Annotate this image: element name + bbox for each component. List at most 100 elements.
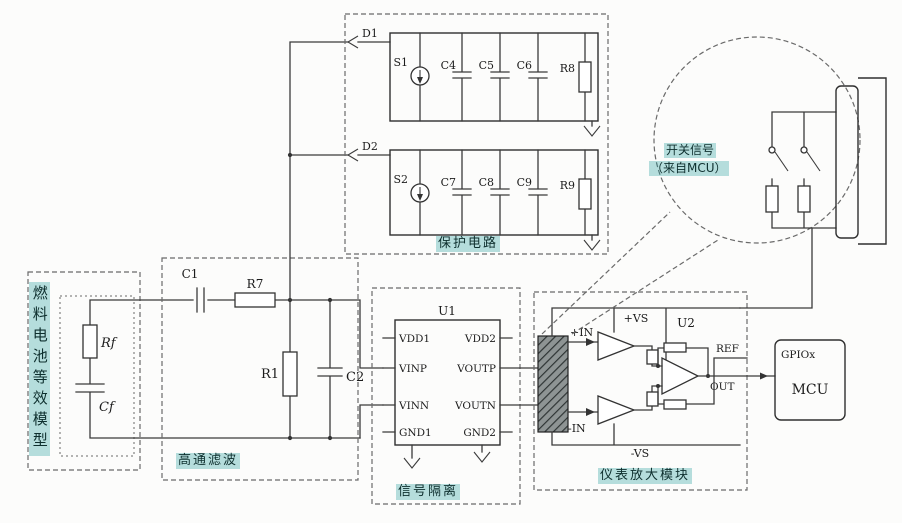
fuel-cell-model: Rf Cf	[27, 271, 361, 471]
hpf-label: 高通滤波	[176, 453, 241, 470]
chip-u1	[394, 319, 501, 446]
gain-resistor-icon	[646, 349, 659, 365]
label-c5: C5	[479, 59, 494, 72]
label-c4: C4	[441, 59, 456, 72]
pin-vdd1: VDD1	[398, 333, 430, 345]
label-s1: S1	[393, 56, 408, 69]
label-u2: U2	[677, 316, 695, 330]
hpf-wires	[196, 287, 384, 439]
source-s1-arrowhead	[417, 77, 423, 84]
mcu-box	[774, 339, 846, 421]
callout-wedge-lines	[541, 211, 719, 335]
label-in-neg: -IN	[568, 422, 586, 435]
switch-contact-icon	[800, 146, 808, 154]
label-vs-neg: -VS	[631, 447, 649, 460]
pin-vinp: VINP	[398, 363, 427, 375]
callout-resistor-icon	[765, 185, 779, 213]
protection-feed-wires: D1 D2	[287, 27, 391, 301]
riser-wires	[289, 41, 391, 301]
ground-arrow-icon	[403, 457, 421, 469]
ground-arrow-icon	[583, 239, 601, 251]
opamp-a2-icon	[597, 395, 636, 425]
isolation-box	[371, 287, 521, 505]
label-d2: D2	[362, 140, 378, 153]
protection-label: 保护电路	[436, 236, 501, 253]
inamp-label: 仪表放大模块	[598, 468, 693, 485]
switch-blade-icon	[806, 151, 821, 172]
label-in-pos: +IN	[570, 326, 594, 339]
diode-d1-icon	[346, 35, 359, 49]
resistor-r8	[578, 61, 592, 93]
label-cf: Cf	[99, 400, 116, 415]
resistor-r9	[578, 178, 592, 210]
row2-wires	[419, 149, 586, 236]
hpf-box	[161, 257, 359, 481]
arrowhead-icon	[760, 372, 768, 380]
label-mcu: MCU	[792, 382, 829, 398]
label-rf: Rf	[100, 336, 118, 351]
junction	[656, 364, 660, 368]
pin-vdd2: VDD2	[464, 333, 496, 345]
protection-row2-box	[389, 149, 599, 236]
junction	[287, 435, 293, 441]
label-c8: C8	[479, 176, 494, 189]
junction	[327, 297, 333, 303]
gain-resistor-icon	[646, 391, 659, 407]
label-c9: C9	[517, 176, 532, 189]
label-gpiox: GPIOx	[781, 349, 815, 361]
label-c2: C2	[346, 370, 364, 385]
resistor-r1	[282, 351, 298, 397]
pin-voutn: VOUTN	[454, 400, 496, 412]
callout-label-line1: 开关信号	[664, 143, 717, 158]
resistor-rf	[82, 324, 98, 359]
pin-voutp: VOUTP	[456, 363, 496, 375]
label-r9: R9	[560, 179, 575, 192]
fuel-cell-wires	[75, 299, 361, 439]
switch-control-wire	[739, 227, 813, 309]
inamp-rails	[551, 307, 741, 446]
feedback-wires	[657, 347, 748, 405]
inamp-module: U2 +VS -VS +IN -IN REF OUT	[533, 227, 813, 491]
fuel-cell-label: 燃料电池等效模型	[29, 282, 50, 456]
junction	[287, 152, 293, 158]
mcu-block: GPIOx MCU	[774, 339, 846, 421]
feedback-resistor-icon	[663, 342, 687, 353]
high-pass-filter: C1 R7 R1 C2	[161, 257, 384, 481]
label-ref: REF	[716, 343, 739, 355]
fuel-cell-box	[27, 271, 141, 471]
source-s2-arrowhead	[417, 194, 423, 201]
protection-box	[344, 13, 609, 255]
resistor-r7	[234, 292, 276, 308]
signal-isolation: U1 VDD1 VINP VINN GND1 VDD2 VOUTP VOUTN …	[371, 287, 539, 505]
inamp-box	[533, 291, 748, 491]
ground-arrow-icon	[583, 125, 601, 137]
ground-arrow-icon	[473, 451, 491, 463]
label-r1: R1	[261, 367, 279, 382]
label-vs-pos: +VS	[624, 312, 649, 325]
junction	[327, 435, 333, 441]
label-d1: D1	[362, 27, 378, 40]
diode-d2-icon	[346, 148, 359, 162]
label-r7: R7	[247, 277, 264, 291]
isolation-label: 信号隔离	[396, 484, 461, 501]
label-c7: C7	[441, 176, 456, 189]
label-r8: R8	[560, 62, 575, 75]
label-s2: S2	[393, 173, 408, 186]
callout-wires	[771, 111, 837, 229]
opamp-a3-icon	[661, 356, 700, 396]
label-c6: C6	[517, 59, 532, 72]
arrowhead-icon	[586, 408, 595, 416]
feedback-resistor-icon	[663, 399, 687, 410]
protection-row1-box	[389, 32, 599, 122]
opamp-a1-icon	[597, 331, 636, 361]
u1-pin-stubs	[382, 337, 539, 433]
switch-contact-icon	[768, 146, 776, 154]
row1-wires	[419, 32, 586, 122]
fuel-cell-inner-box	[59, 295, 135, 457]
callout-connector-bracket	[858, 77, 887, 245]
switch-blade-icon	[774, 151, 789, 172]
pin-gnd1: GND1	[399, 427, 432, 439]
label-out: OUT	[710, 381, 734, 393]
arrowhead-icon	[586, 338, 595, 346]
